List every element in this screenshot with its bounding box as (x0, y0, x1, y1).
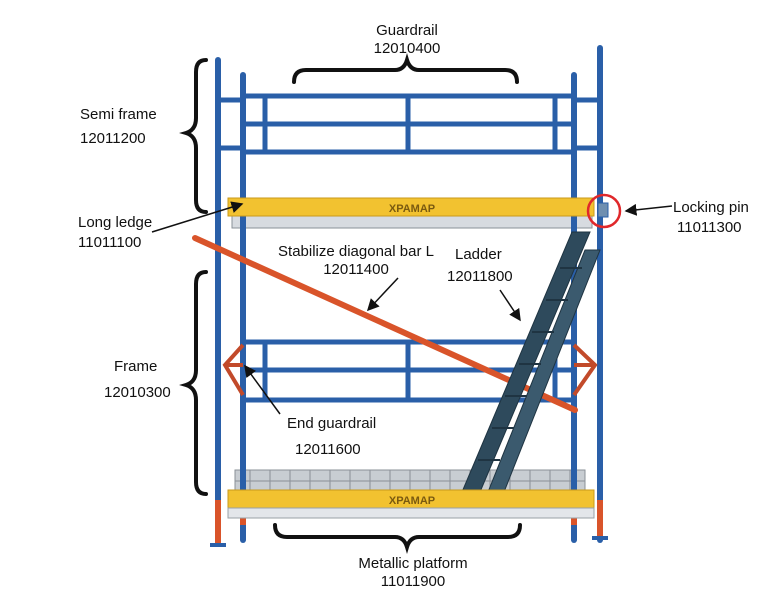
base-plates (210, 536, 608, 547)
long-ledge-code: 11011100 (78, 234, 142, 251)
metallic-platform-name: Metallic platform (358, 555, 468, 572)
ladder-arrow (499, 289, 521, 322)
guardrail-brace (292, 53, 519, 84)
stabilize-bar-arrow (366, 277, 399, 312)
frame-label: Frame 12010300 (104, 358, 171, 402)
platform-logo: XPAMAP (389, 495, 435, 507)
stabilize-bar-label: Stabilize diagonal bar L 12011400 (268, 243, 444, 279)
ledge-logo: XPAMAP (389, 203, 435, 215)
semi-frame-name: Semi frame (80, 106, 157, 123)
locking-pin-name: Locking pin (673, 199, 749, 216)
locking-pin-label: Locking pin 11011300 (673, 199, 749, 237)
semi-frame (218, 97, 600, 151)
stabilize-bar-name: Stabilize diagonal bar L (278, 243, 434, 260)
guardrail-code: 12010400 (373, 40, 441, 57)
frame-name: Frame (114, 358, 158, 375)
end-guardrail-name: End guardrail (287, 415, 377, 432)
guardrail-frame (243, 93, 574, 155)
guardrail-label: Guardrail 12010400 (360, 22, 454, 58)
braces (179, 53, 522, 554)
metallic-platform-brace (273, 523, 522, 554)
long-ledge-arrow (151, 201, 244, 233)
ladder-label: Ladder 12011800 (447, 246, 513, 286)
semi-frame-label: Semi frame 12011200 (80, 106, 157, 148)
platform-grating (234, 469, 586, 493)
ladder-code: 12011800 (447, 268, 513, 285)
end-guardrail-arrow (244, 364, 281, 415)
stabilize-bar-code: 12011400 (323, 261, 389, 278)
long-ledge-upper: XPAMAP (227, 197, 595, 217)
long-ledge-label: Long ledge 11011100 (78, 214, 152, 252)
frame-brace (179, 270, 208, 496)
pointer-arrows (151, 201, 673, 415)
frame-code: 12010300 (104, 384, 171, 401)
end-guardrails (222, 343, 598, 397)
semi-frame-code: 12011200 (80, 130, 146, 147)
guardrail-name: Guardrail (376, 22, 438, 39)
metallic-platform-code: 11011900 (380, 573, 446, 590)
metallic-platform-label: Metallic platform 11011900 (348, 555, 478, 591)
semi-frame-brace (179, 58, 208, 214)
end-guardrail-label: End guardrail 12011600 (287, 415, 376, 459)
long-ledge-name: Long ledge (78, 214, 153, 231)
locking-pin-highlight (586, 193, 622, 229)
locking-pin-arrow (624, 203, 673, 216)
locking-pin-code: 11011300 (677, 219, 742, 236)
metallic-platform-board: XPAMAP (227, 489, 595, 519)
locking-pin (597, 202, 609, 218)
ladder-name: Ladder (455, 246, 502, 263)
end-guardrail-code: 12011600 (295, 441, 361, 458)
